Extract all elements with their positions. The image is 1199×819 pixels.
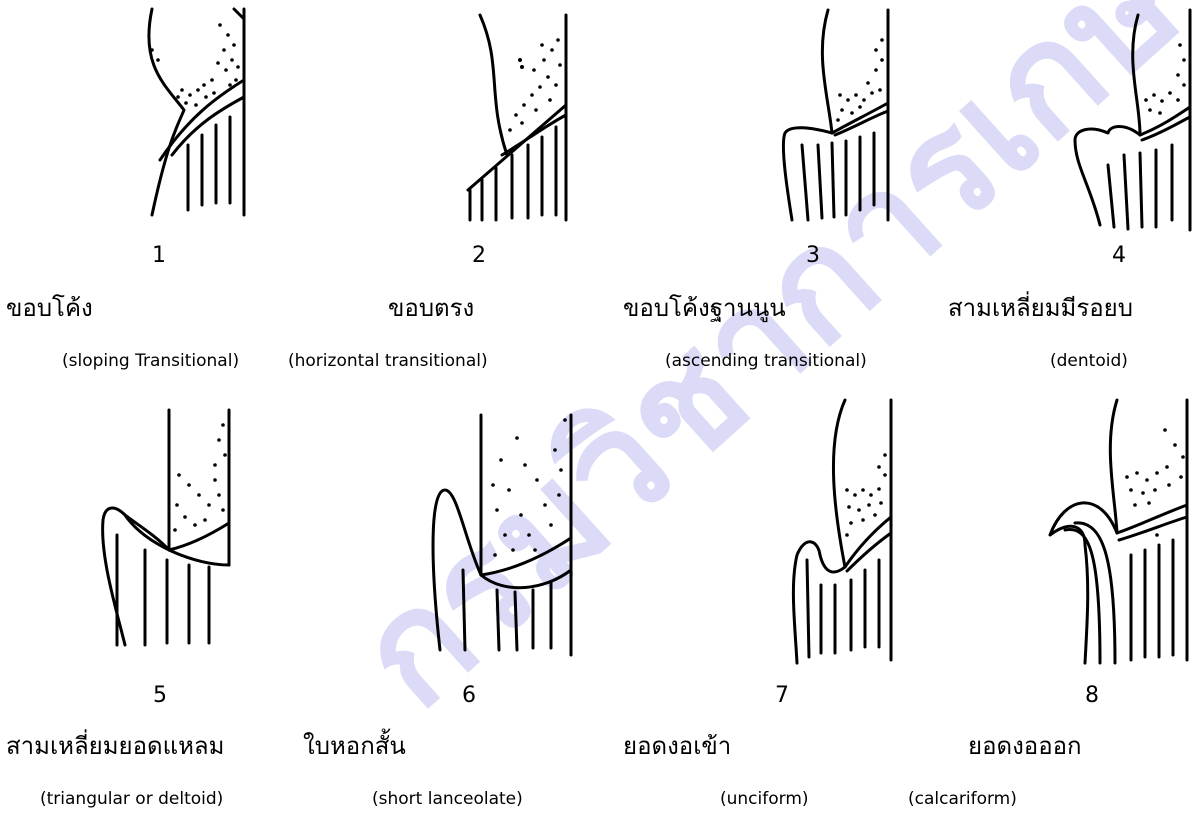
- figure-5-english-label: (triangular or deltoid): [40, 790, 223, 809]
- figure-2-number: 2: [472, 245, 486, 267]
- figure-6-drawing: [425, 410, 580, 655]
- figure-8-number: 8: [1085, 685, 1099, 707]
- figure-1-english-label: (sloping Transitional): [62, 352, 239, 371]
- figure-5-drawing: [95, 405, 235, 650]
- figure-7-drawing: [785, 395, 900, 665]
- figure-4-number: 4: [1112, 245, 1126, 267]
- figure-8-drawing: [1045, 395, 1195, 665]
- figure-1-drawing: [140, 5, 250, 215]
- figure-4-english-label: (dentoid): [1050, 352, 1128, 371]
- figure-3-number: 3: [806, 245, 820, 267]
- figure-6-number: 6: [462, 685, 476, 707]
- figure-2-english-label: (horizontal transitional): [288, 352, 488, 371]
- figure-8-thai-label: ยอดงอออก: [968, 733, 1082, 759]
- figure-3-thai-label: ขอบโค้งฐานนูน: [623, 295, 786, 321]
- figure-4-drawing: [1070, 5, 1195, 230]
- figure-3-drawing: [780, 5, 895, 220]
- figure-2-drawing: [462, 5, 577, 220]
- figure-1-thai-label: ขอบโค้ง: [6, 295, 93, 321]
- figure-6-english-label: (short lanceolate): [372, 790, 523, 809]
- figure-5-thai-label: สามเหลี่ยมยอดแหลม: [6, 733, 224, 759]
- figure-5-number: 5: [153, 685, 167, 707]
- figure-8-english-label: (calcariform): [908, 790, 1017, 809]
- figure-7-english-label: (unciform): [720, 790, 809, 809]
- figure-2-thai-label: ขอบตรง: [388, 295, 474, 321]
- figure-3-english-label: (ascending transitional): [665, 352, 867, 371]
- figure-4-thai-label: สามเหลี่ยมมีรอยบ: [948, 295, 1133, 321]
- figure-7-thai-label: ยอดงอเข้า: [623, 733, 731, 759]
- figure-1-number: 1: [152, 245, 166, 267]
- figure-6-thai-label: ใบหอกสั้น: [303, 733, 406, 759]
- figure-7-number: 7: [775, 685, 789, 707]
